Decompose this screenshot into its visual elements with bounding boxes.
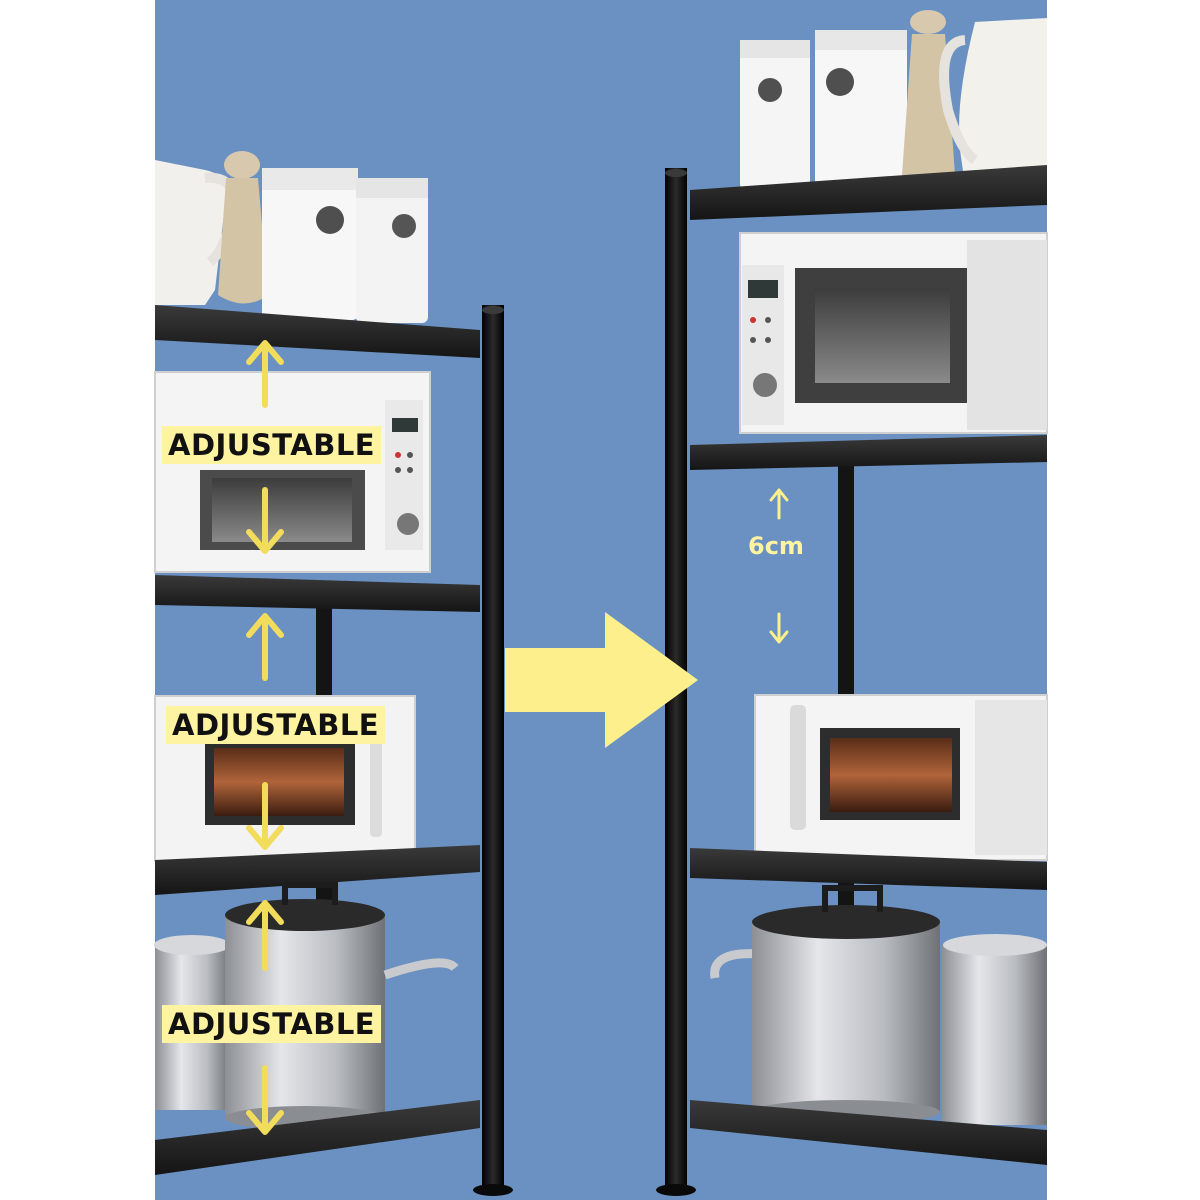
right-rack (656, 10, 1048, 1196)
left-adjust-arrows (246, 340, 284, 1135)
right-top-items (740, 10, 1047, 190)
right-pots (710, 885, 1047, 1125)
left-microwave-top (154, 371, 431, 573)
adjustable-label-middle: ADJUSTABLE (166, 706, 386, 744)
gap-arrows (769, 488, 789, 644)
left-top-items (155, 151, 428, 323)
adjustable-label-top: ADJUSTABLE (162, 426, 382, 464)
transition-arrow (505, 612, 698, 748)
gap-measurement: 6cm (748, 532, 804, 560)
right-microwave-bottom (754, 694, 1048, 861)
right-microwave-top (739, 232, 1048, 434)
adjustable-label-bottom: ADJUSTABLE (162, 1005, 382, 1043)
